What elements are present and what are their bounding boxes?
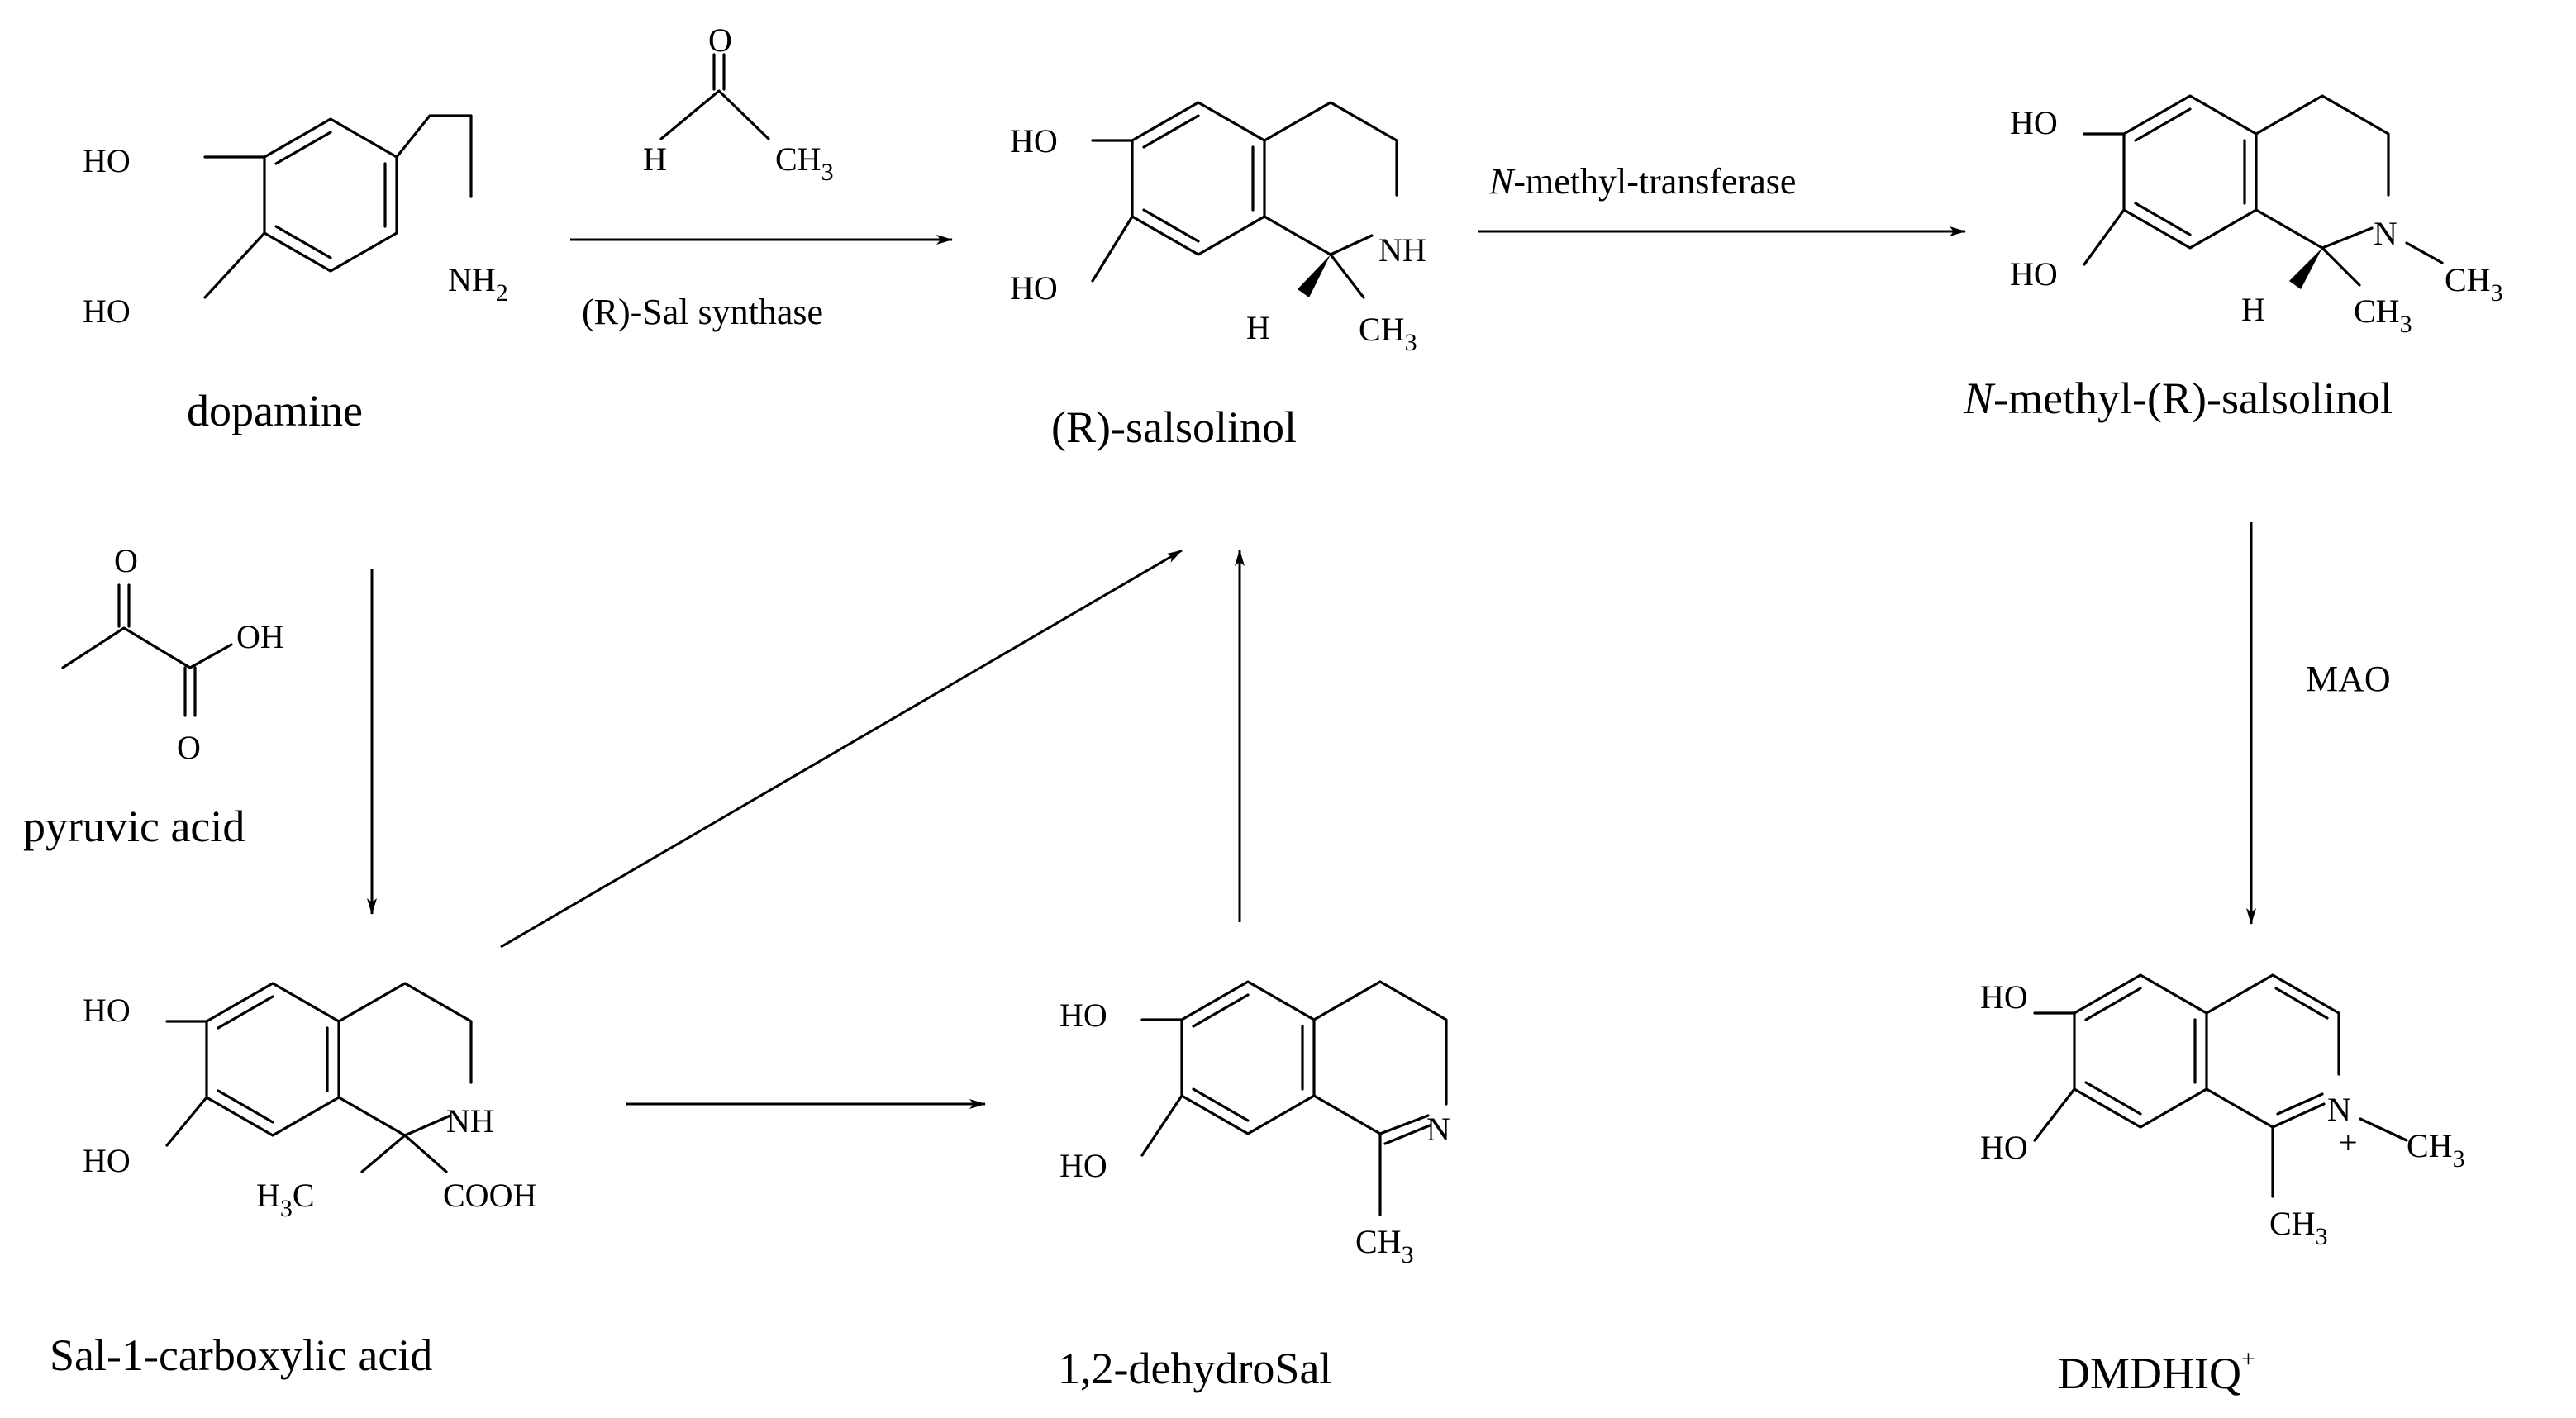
dmdhiq-plus: + [2339,1124,2358,1161]
n-methyl-name-italic: N [1963,374,1996,423]
sal-carboxylic-nh: NH [446,1102,494,1140]
mao-label: MAO [2306,659,2391,699]
pyruvic-acid-structure: O OH O [61,542,284,766]
r-salsolinol-ch: CH [1359,311,1405,348]
r-salsolinol-name: (R)-salsolinol [1051,402,1297,452]
dehydro-sal-structure: HO HO N CH3 [1059,980,1450,1268]
pyruvic-oh: OH [236,618,284,655]
dehydro-n: N [1426,1111,1450,1148]
arrow-sal-carboxylic-to-r-salsolinol [500,549,1183,949]
sal-carboxylic-ho-top: HO [83,992,131,1029]
svg-text:N-methyl-(R)-salsolinol: N-methyl-(R)-salsolinol [1963,374,2393,423]
n-methyl-name: -methyl-(R)-salsolinol [1993,374,2393,423]
dmdhiq-ch-b-sub: 3 [2316,1223,2328,1250]
dmdhiq-ch-a-sub: 3 [2453,1145,2465,1173]
svg-text:N-methyl-transferase: N-methyl-transferase [1488,161,1796,202]
r-salsolinol-nh: NH [1378,231,1426,269]
dopamine-name: dopamine [187,386,363,435]
dopamine-ho-top: HO [83,142,131,179]
dmdhiq-ch-a: CH [2407,1127,2453,1164]
sal-carboxylic-h3c-sub: 3 [280,1195,293,1222]
acetaldehyde-ch: CH [775,140,821,178]
dehydro-sal-name: 1,2-dehydroSal [1058,1344,1331,1393]
n-methyl-ch-b: CH [2354,293,2400,330]
sal-carboxylic-h3c-h: H [256,1177,280,1214]
dmdhiq-ho-bottom: HO [1980,1129,2028,1166]
r-salsolinol-ch-sub: 3 [1405,329,1417,356]
n-methyl-h: H [2241,291,2265,328]
pyruvic-o-top: O [114,542,138,579]
sal-synthase-label: (R)-Sal synthase [582,292,823,332]
n-methyl-n: N [2374,215,2397,252]
n-methyl-ch-a-sub: 3 [2491,279,2503,307]
n-methyl-ch-a: CH [2445,261,2491,298]
dmdhiq-name-sup: + [2241,1345,2255,1373]
acetaldehyde-o: O [708,21,732,59]
dehydro-ho-bottom: HO [1059,1147,1107,1184]
n-methyl-ho-top: HO [2010,104,2058,141]
dmdhiq-ho-top: HO [1980,978,2028,1016]
dopamine-ho-bottom: HO [83,293,131,330]
svg-text:CH3: CH3 [1359,311,1417,356]
svg-text:CH3: CH3 [775,140,834,186]
svg-text:CH3: CH3 [2445,261,2503,307]
dehydro-ch-sub: 3 [1402,1241,1414,1268]
dmdhiq-ch-b: CH [2269,1205,2316,1242]
svg-text:CH3: CH3 [1355,1223,1414,1268]
pyruvic-o-bottom: O [177,729,201,766]
sal-carboxylic-structure: HO HO NH H3C COOH [83,982,536,1222]
acetaldehyde-ch-sub: 3 [821,159,834,186]
sal-carboxylic-name: Sal-1-carboxylic acid [50,1330,432,1380]
acetaldehyde-structure: O H CH3 [643,21,834,186]
n-methyl-transferase-label: -methyl-transferase [1513,161,1796,202]
svg-text:CH3: CH3 [2269,1205,2328,1250]
pyruvic-acid-name: pyruvic acid [23,802,245,851]
dmdhiq-name: DMDHIQ [2058,1349,2241,1398]
sal-carboxylic-cooh: COOH [443,1177,536,1214]
svg-text:CH3: CH3 [2407,1127,2465,1173]
sal-carboxylic-h3c-c: C [293,1177,315,1214]
svg-text:DMDHIQ+: DMDHIQ+ [2058,1345,2255,1398]
n-methyl-ho-bottom: HO [2010,255,2058,293]
svg-text:CH3: CH3 [2354,293,2412,338]
dehydro-ch: CH [1355,1223,1402,1260]
n-methyl-r-salsolinol-structure: HO HO N CH3 H CH3 [2010,94,2503,338]
dmdhiq-structure: HO HO N + CH3 CH3 [1980,973,2465,1250]
svg-text:NH2: NH2 [448,261,508,307]
r-salsolinol-h: H [1246,309,1270,346]
dehydro-ho-top: HO [1059,997,1107,1034]
acetaldehyde-h: H [643,140,667,178]
n-methyl-transferase-italic: N [1488,161,1516,202]
dopamine-nh: NH [448,261,496,298]
n-methyl-ch-b-sub: 3 [2400,311,2412,338]
dopamine-structure: HO HO NH2 [83,114,508,330]
r-salsolinol-structure: HO HO NH H CH3 [1010,101,1426,356]
r-salsolinol-ho-bottom: HO [1010,269,1058,307]
svg-text:H3C: H3C [256,1177,315,1222]
dmdhiq-n: N [2327,1091,2351,1128]
r-salsolinol-ho-top: HO [1010,122,1058,159]
dopamine-nh-sub: 2 [496,279,508,307]
sal-carboxylic-ho-bottom: HO [83,1142,131,1179]
